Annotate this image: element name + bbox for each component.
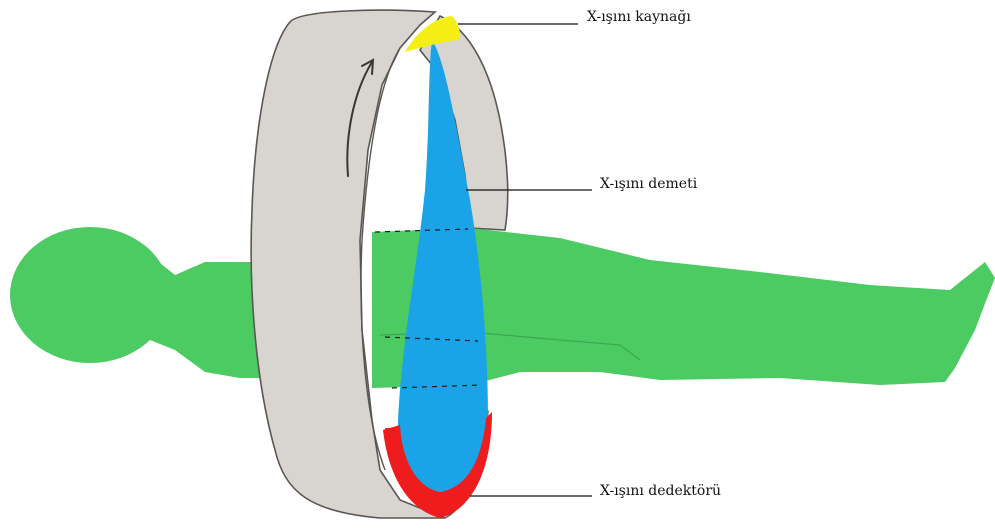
label-xray-detector: X-ışını dedektörü: [600, 483, 721, 499]
patient-head: [10, 227, 170, 363]
label-xray-beam: X-ışını demeti: [600, 176, 697, 192]
label-xray-source: X-ışını kaynağı: [587, 9, 691, 25]
patient-foot: [950, 262, 995, 330]
patient-body-back: [10, 227, 290, 378]
